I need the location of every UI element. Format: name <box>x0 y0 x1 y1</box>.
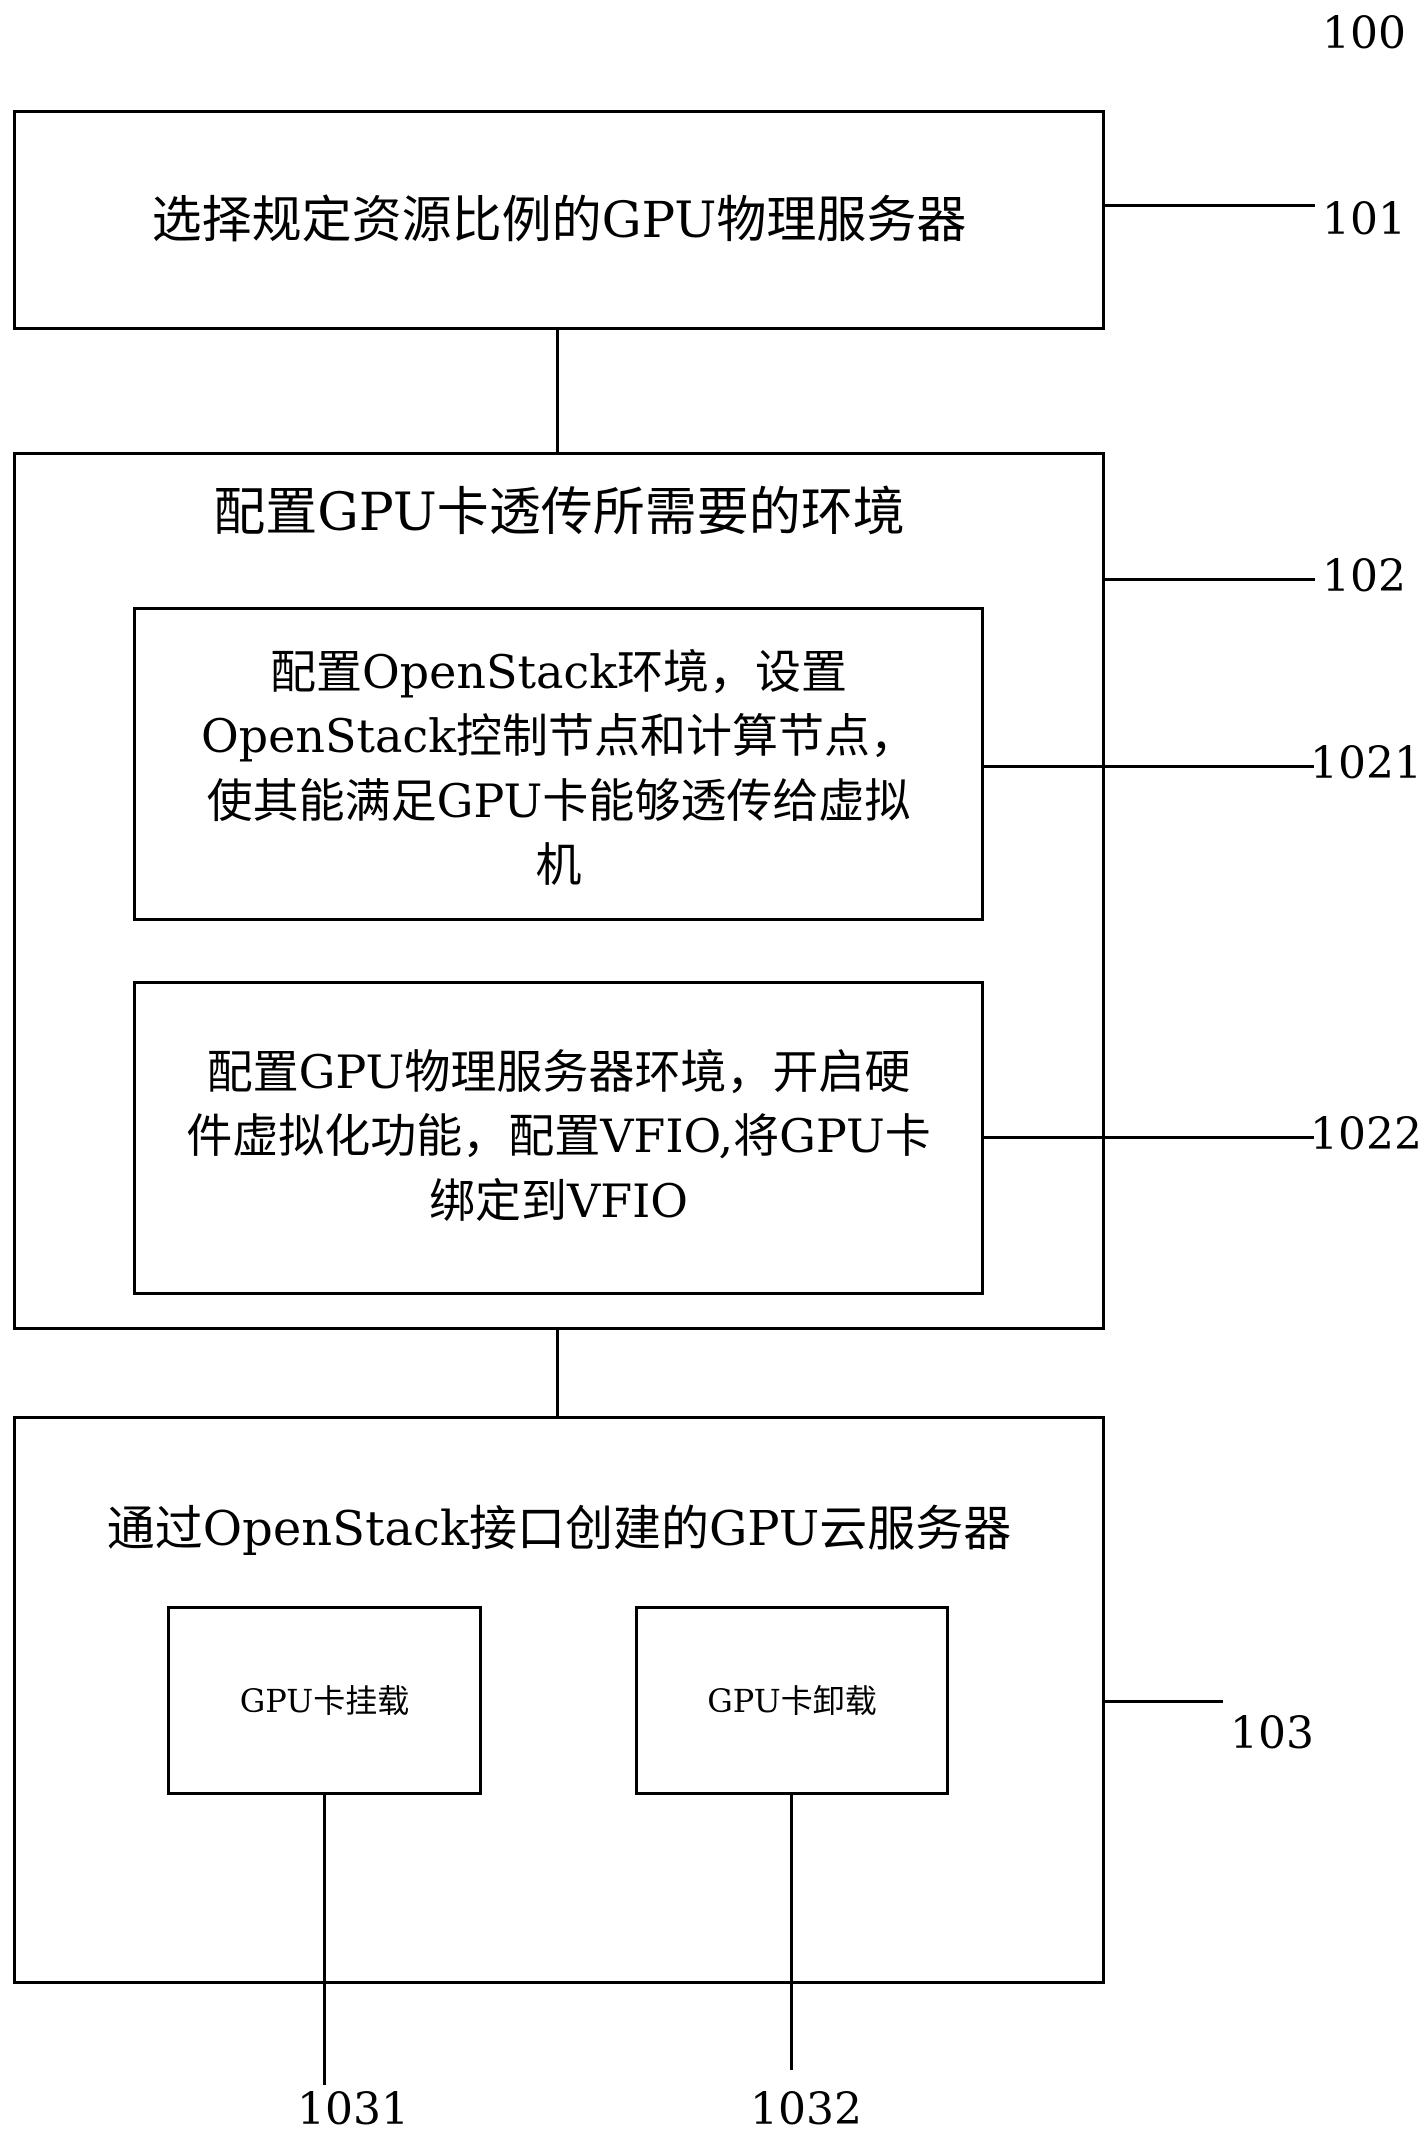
substep-1021-text: 配置OpenStack环境，设置 OpenStack控制节点和计算节点， 使其能… <box>133 640 984 898</box>
ref-103: 103 <box>1230 1708 1314 1759</box>
substep-1022-line-1: 配置GPU物理服务器环境，开启硬 <box>206 1045 911 1099</box>
substep-1022-text: 配置GPU物理服务器环境，开启硬 件虚拟化功能，配置VFIO,将GPU卡 绑定到… <box>133 1040 984 1233</box>
connector-101-102 <box>556 330 559 452</box>
substep-1021-line-4: 机 <box>535 838 582 893</box>
leader-line-1022 <box>984 1136 1314 1139</box>
ref-101: 101 <box>1322 194 1406 245</box>
ref-1031: 1031 <box>297 2084 409 2135</box>
substep-1022-line-3: 绑定到VFIO <box>428 1173 689 1228</box>
ref-1032: 1032 <box>750 2084 862 2135</box>
substep-1021-line-1: 配置OpenStack环境，设置 <box>269 645 848 699</box>
substep-1021-line-3: 使其能满足GPU卡能够透传给虚拟 <box>206 773 911 828</box>
step-101-title: 选择规定资源比例的GPU物理服务器 <box>151 191 967 249</box>
substep-1022-line-2: 件虚拟化功能，配置VFIO,将GPU卡 <box>186 1109 931 1164</box>
step-101-box <box>13 110 1105 330</box>
step-102-title: 配置GPU卡透传所需要的环境 <box>213 483 905 543</box>
substep-1022-box <box>133 981 984 1295</box>
substep-1032-label: GPU卡卸载 <box>707 1682 877 1720</box>
leader-line-1032 <box>790 1795 793 2070</box>
step-103-title: 通过OpenStack接口创建的GPU云服务器 <box>106 1501 1012 1557</box>
substep-1031-box <box>167 1606 482 1795</box>
connector-102-103 <box>556 1330 559 1416</box>
leader-line-103 <box>1105 1700 1223 1703</box>
substep-1031-label: GPU卡挂载 <box>239 1682 410 1720</box>
substep-1021-line-2: OpenStack控制节点和计算节点， <box>200 709 917 764</box>
ref-1021: 1021 <box>1310 738 1422 789</box>
substep-1032-box <box>635 1606 949 1795</box>
leader-line-1031 <box>323 1795 326 2085</box>
leader-line-101 <box>1105 204 1315 207</box>
leader-line-102 <box>1105 578 1315 581</box>
leader-line-1021 <box>984 765 1314 768</box>
substep-1021-box <box>133 607 984 921</box>
ref-102: 102 <box>1322 551 1406 602</box>
figure-number: 100 <box>1322 8 1406 59</box>
ref-1022: 1022 <box>1310 1109 1422 1160</box>
